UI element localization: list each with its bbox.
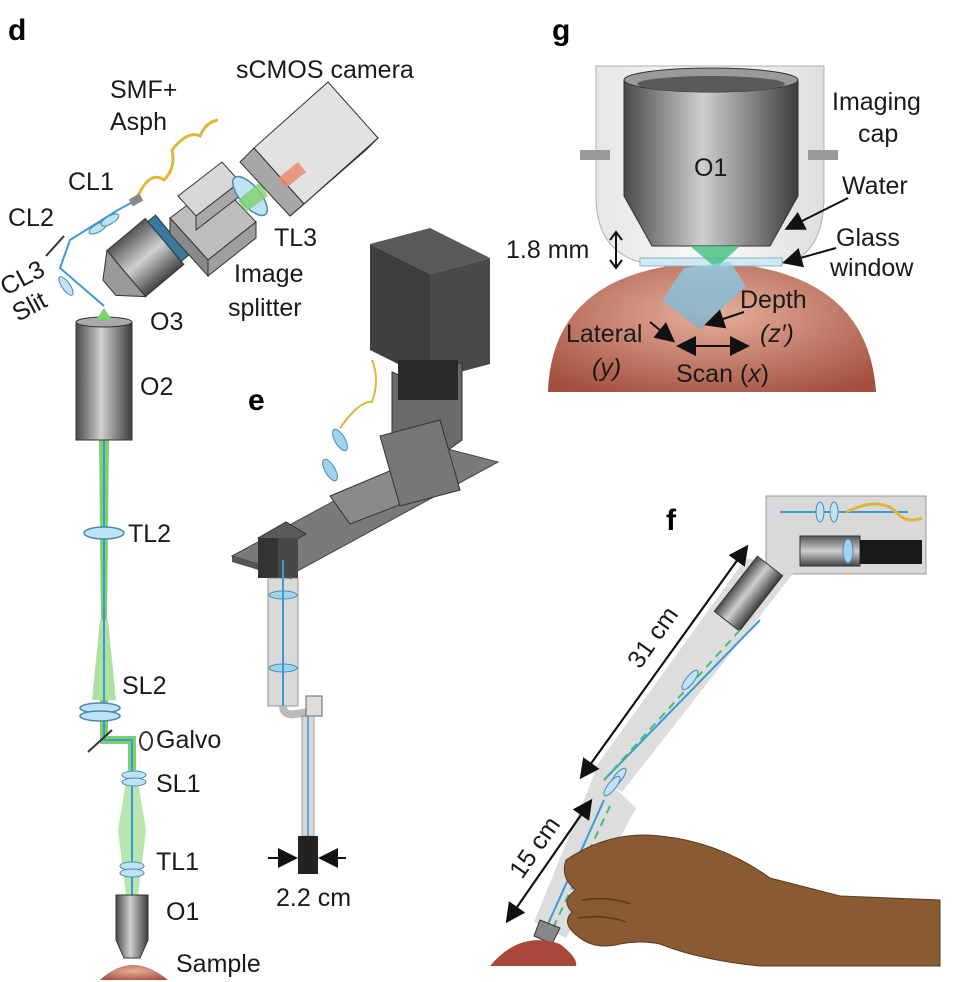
imaging-label: Imaging (832, 88, 921, 116)
splitter-label: splitter (228, 294, 302, 322)
scmos-camera (239, 81, 379, 217)
sample-dome (100, 965, 168, 980)
cl1-label: CL1 (68, 168, 114, 196)
panel-f-label: f (666, 504, 677, 537)
o1-objective (115, 894, 149, 959)
o3-label: O3 (150, 308, 183, 336)
smf-fiber (136, 118, 219, 197)
tl2-label: TL2 (128, 520, 171, 548)
o2-objective (75, 321, 133, 441)
f-sample (490, 940, 577, 966)
cl3-lens (58, 276, 74, 296)
tl1-label: TL1 (156, 848, 199, 876)
sl2-lens-b (79, 710, 121, 722)
panel-f: f 31 cm (490, 495, 941, 967)
depth-label: Depth (740, 286, 807, 314)
o1-label: O1 (166, 898, 199, 926)
sl1-label: SL1 (156, 770, 200, 798)
galvo-mirror-a (87, 729, 113, 753)
image-splitter (169, 161, 257, 278)
sample-label: Sample (176, 950, 261, 978)
lateral-label: Lateral (566, 320, 642, 348)
scan-close-label: ) (761, 360, 769, 388)
light-sheet (662, 262, 746, 330)
distance-label: 1.8 mm (506, 236, 589, 264)
scan-axis-label: x (747, 360, 762, 388)
sl1-lens-b (121, 777, 147, 787)
panel-e: e 2.2 cm (230, 228, 500, 912)
lateral-axis-label: (y) (592, 354, 621, 382)
image-label: Image (234, 260, 303, 288)
g-o1-label: O1 (694, 154, 727, 182)
glass-label: Glass (836, 224, 900, 252)
sl2-label: SL2 (122, 672, 166, 700)
e-width-label: 2.2 cm (276, 884, 351, 912)
asph-label: Asph (110, 108, 167, 136)
camera-label: sCMOS camera (236, 56, 414, 84)
cl2-label: CL2 (8, 204, 54, 232)
water-label: Water (842, 172, 908, 200)
o3-objective (102, 214, 190, 298)
cl1-lens-b (100, 213, 120, 227)
panel-d: d O2 TL2 SL2 Galvo SL1 TL1 (0, 14, 414, 980)
scan-label: Scan ( (676, 360, 749, 388)
panel-d-label: d (8, 14, 26, 47)
o2-label: O2 (140, 373, 173, 401)
tl2-lens (83, 526, 125, 540)
panel-e-label: e (248, 384, 265, 417)
panel-g: g O1 Imaging cap Water Glass window 1.8 … (506, 14, 921, 392)
galvo-label: Galvo (156, 726, 221, 754)
e-objective (298, 836, 318, 874)
cap-label: cap (858, 120, 898, 148)
window-label: window (829, 254, 914, 282)
depth-axis-label: (z′) (760, 320, 794, 348)
tl3-label: TL3 (274, 224, 317, 252)
panel-g-label: g (552, 14, 570, 47)
smf-label: SMF+ (110, 76, 177, 104)
galvo-mirror-b (139, 731, 153, 751)
svg-text:Scan (x): Scan (x) (676, 360, 769, 388)
camera-tower (370, 228, 490, 274)
cl2-mirror (45, 235, 65, 257)
hand (563, 834, 941, 967)
